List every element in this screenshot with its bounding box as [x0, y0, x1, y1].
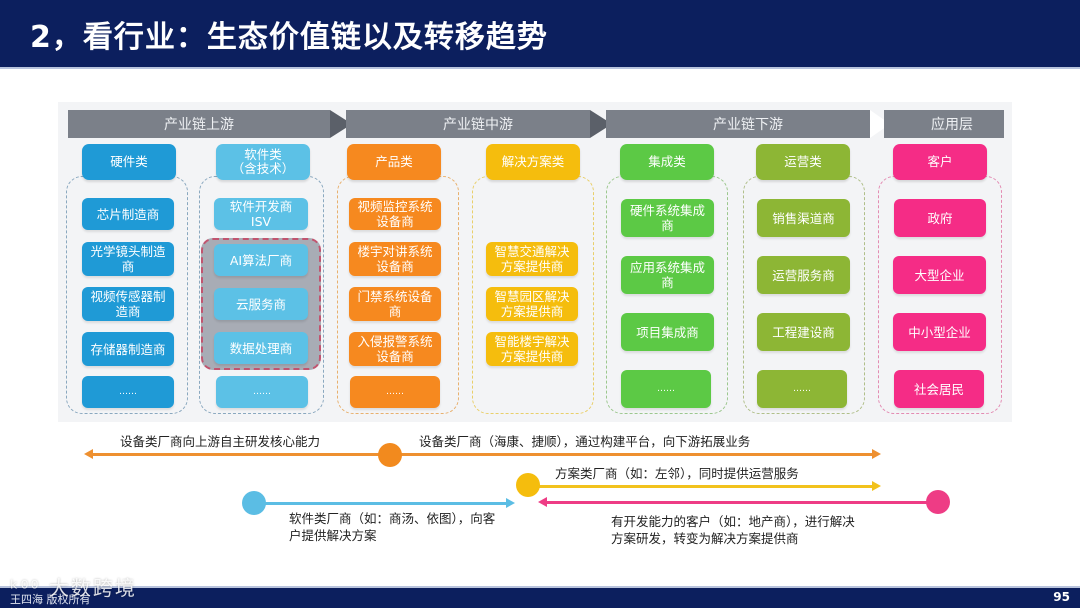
trend-note-software-line2: 户提供解决方案	[289, 528, 377, 543]
column-header-software: 软件类 （含技术）	[216, 144, 310, 180]
trend-note-upstream-rd: 设备类厂商向上游自主研发核心能力	[120, 434, 321, 449]
item-data-processing-vendor: 数据处理商	[214, 332, 308, 364]
arrow-right-icon	[872, 481, 881, 491]
item-product-more: ……	[350, 376, 440, 408]
trend-origin-dot-yellow	[516, 473, 540, 497]
item-engineering-contractor: 工程建设商	[757, 313, 850, 351]
item-software-developer-isv: 软件开发商ISV	[214, 198, 308, 230]
stage-application: 应用层	[884, 110, 1004, 138]
arrow-right-icon	[506, 498, 515, 508]
column-header-software-line2: （含技术）	[231, 161, 295, 176]
item-chip-manufacturer: 芯片制造商	[82, 198, 174, 230]
trend-origin-dot-orange	[378, 443, 402, 467]
footer-bar: 王四海 版权所有 95	[0, 588, 1080, 608]
item-video-sensor-manufacturer: 视频传感器制造商	[82, 287, 174, 321]
item-project-integrator: 项目集成商	[621, 313, 714, 351]
item-access-control-vendor: 门禁系统设备商	[349, 287, 441, 321]
column-header-integration: 集成类	[620, 144, 714, 180]
item-hardware-system-integrator: 硬件系统集成商	[621, 199, 714, 237]
item-video-surveillance-vendor: 视频监控系统设备商	[349, 198, 441, 230]
item-hardware-more: ……	[82, 376, 174, 408]
watermark-logo-icon: ᵏ⁰⁰	[10, 576, 49, 600]
column-header-product: 产品类	[347, 144, 441, 180]
stage-label: 产业链下游	[713, 117, 783, 133]
watermark: ᵏ⁰⁰ 大数跨境	[10, 572, 137, 601]
item-smart-building-solution: 智能楼宇解决方案提供商	[486, 332, 578, 366]
trend-note-platform-downstream: 设备类厂商（海康、捷顺），通过构建平台，向下游拓展业务	[419, 434, 751, 449]
arrow-left-icon	[84, 449, 93, 459]
trend-line-software-vendors	[260, 502, 508, 505]
item-intrusion-alarm-vendor: 入侵报警系统设备商	[349, 332, 441, 366]
trend-note-software-line1: 软件类厂商（如：商汤、依图），向客	[289, 511, 496, 526]
trend-origin-dot-pink	[926, 490, 950, 514]
item-large-enterprise: 大型企业	[893, 256, 986, 294]
item-application-system-integrator: 应用系统集成商	[621, 256, 714, 294]
trend-line-device-vendors	[90, 453, 874, 456]
column-header-operation: 运营类	[756, 144, 850, 180]
trend-origin-dot-blue	[242, 491, 266, 515]
item-ai-algorithm-vendor: AI算法厂商	[214, 244, 308, 276]
title-bar: 2，看行业：生态价值链以及转移趋势	[0, 0, 1080, 67]
item-optical-lens-manufacturer: 光学镜头制造商	[82, 242, 174, 276]
item-smart-transport-solution: 智慧交通解决方案提供商	[486, 242, 578, 276]
column-header-solution: 解决方案类	[486, 144, 580, 180]
stage-midstream: 产业链中游	[346, 110, 590, 138]
arrow-left-icon	[538, 497, 547, 507]
stage-label: 产业链上游	[164, 117, 234, 133]
footer-divider	[0, 586, 1080, 588]
item-storage-manufacturer: 存储器制造商	[82, 332, 174, 366]
copyright-text: 王四海 版权所有	[10, 593, 91, 606]
trend-line-customers	[546, 501, 936, 504]
stage-upstream: 产业链上游	[68, 110, 330, 138]
page-number: 95	[1053, 590, 1070, 604]
trend-note-customer-line2: 方案研发，转变为解决方案提供商	[611, 531, 799, 546]
trend-line-solution-vendors	[530, 485, 874, 488]
column-header-software-line1: 软件类	[244, 147, 282, 162]
stage-label: 产业链中游	[443, 117, 513, 133]
column-header-hardware: 硬件类	[82, 144, 176, 180]
item-smart-park-solution: 智慧园区解决方案提供商	[486, 287, 578, 321]
trend-note-solution-operation: 方案类厂商（如：左邻），同时提供运营服务	[555, 466, 799, 481]
stage-label: 应用层	[931, 117, 973, 133]
item-software-more: ……	[216, 376, 308, 408]
item-integration-more: ……	[621, 370, 711, 408]
stage-downstream: 产业链下游	[606, 110, 870, 138]
item-cloud-service-provider: 云服务商	[214, 288, 308, 320]
item-residents: 社会居民	[894, 370, 984, 408]
item-building-intercom-vendor: 楼宇对讲系统设备商	[349, 242, 441, 276]
page-title: 2，看行业：生态价值链以及转移趋势	[30, 20, 548, 55]
item-operation-more: ……	[757, 370, 847, 408]
item-operation-service-provider: 运营服务商	[757, 256, 850, 294]
item-sales-channel: 销售渠道商	[757, 199, 850, 237]
watermark-text: 大数跨境	[48, 576, 137, 600]
title-divider	[0, 67, 1080, 69]
trend-note-customer-line1: 有开发能力的客户（如：地产商），进行解决	[611, 514, 855, 529]
item-sme: 中小型企业	[893, 313, 986, 351]
item-government: 政府	[894, 199, 986, 237]
arrow-right-icon	[872, 449, 881, 459]
column-header-customer: 客户	[893, 144, 987, 180]
